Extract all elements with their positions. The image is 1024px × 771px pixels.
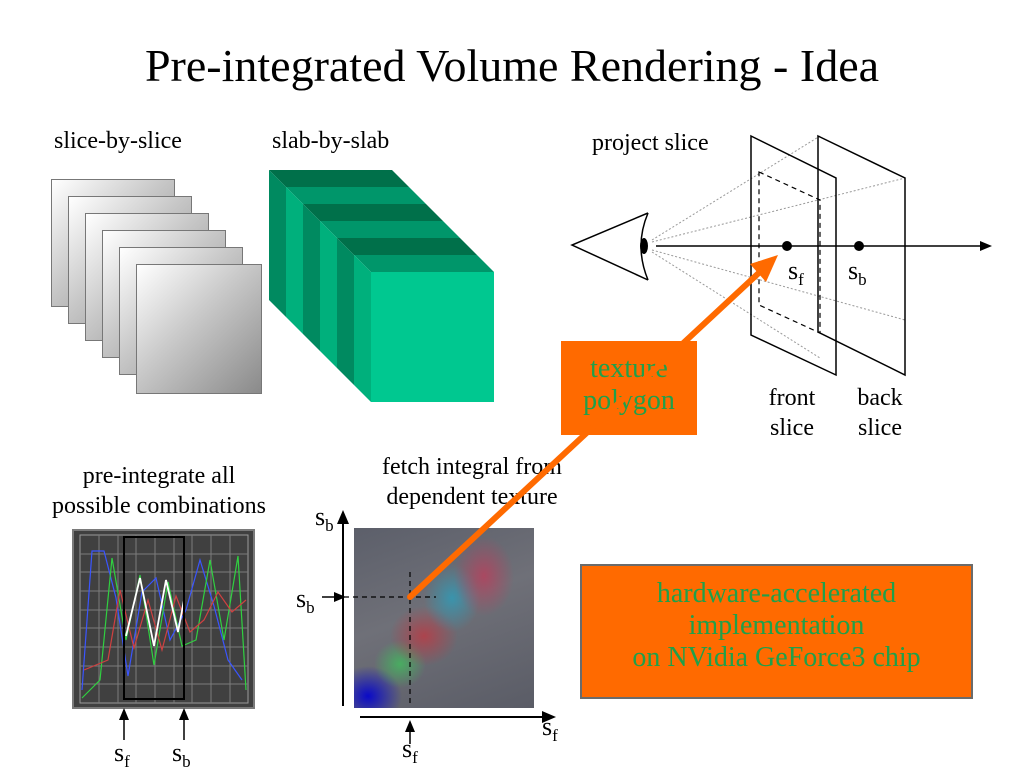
preintegrate-sf-label: sf (114, 738, 130, 771)
slice-6 (136, 264, 262, 394)
fetch-marker-x-label: sf (402, 734, 418, 767)
dependent-texture-image (354, 528, 534, 708)
projection-sf-label: sf (788, 256, 804, 289)
fetch-marker-y-label: sb (296, 584, 315, 617)
eye-icon (570, 212, 649, 281)
preintegrate-sb-label: sb (172, 738, 191, 771)
projection-sb-label: sb (848, 256, 867, 289)
slice-by-slice-label: slice-by-slice (54, 128, 182, 154)
fetch-axis-x-label: sf (542, 712, 558, 745)
orange-arrowhead (750, 255, 778, 282)
sb-point (854, 241, 864, 251)
page-title: Pre-integrated Volume Rendering - Idea (144, 40, 880, 91)
slab-by-slab-label: slab-by-slab (272, 128, 390, 154)
front-slice-plane (750, 134, 837, 377)
ray-arrowhead (980, 241, 992, 251)
fetch-axis-y-label: sb (315, 502, 334, 535)
project-slice-label: project slice (592, 130, 709, 156)
back-slice-plane (817, 134, 906, 377)
sf-point (782, 241, 792, 251)
projected-slice (758, 171, 821, 334)
